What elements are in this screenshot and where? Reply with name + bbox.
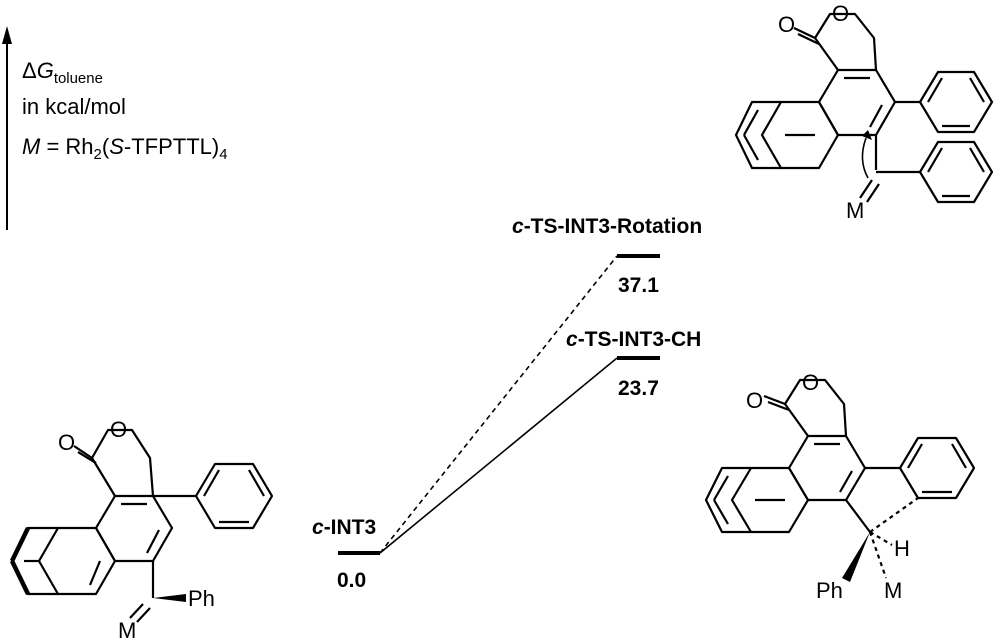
state-label-int3: c-INT3 (312, 517, 376, 538)
state-name: -INT3 (323, 516, 377, 539)
connector-int3-to-ts-ch (379, 357, 618, 554)
m-equals-rh: = Rh (40, 134, 94, 159)
state-prefix: c (512, 215, 524, 238)
atom-ph: Ph (816, 578, 843, 603)
atom-o-ring: O (110, 417, 128, 442)
atom-o-ring: O (802, 370, 820, 395)
connector-int3-to-ts-rotation (379, 255, 618, 554)
catalyst-definition: M = Rh2(S-TFPTTL)4 (22, 134, 228, 163)
state-prefix: c (312, 516, 324, 539)
state-name: -TS-INT3-CH (577, 328, 702, 351)
state-name: -TS-INT3-Rotation (523, 215, 703, 238)
atom-m: M (846, 198, 865, 223)
atom-o-carbonyl: O (58, 430, 76, 455)
state-label-ts-ch: c-TS-INT3-CH (566, 329, 701, 350)
g-subscript: toluene (53, 70, 103, 88)
energy-value-ts-rotation: 37.1 (618, 274, 659, 297)
m-open-paren: ( (101, 134, 110, 159)
atom-o-carbonyl: O (778, 12, 796, 37)
atom-o-carbonyl: O (746, 388, 764, 413)
structure-ts-rotation (734, 12, 994, 204)
energy-units-label: in kcal/mol (22, 94, 126, 119)
m-symbol: M (22, 134, 41, 159)
structure-int3 (9, 428, 274, 623)
ligand-subscript: 4 (219, 146, 228, 164)
delta-symbol: Δ (22, 58, 37, 83)
atom-m: M (118, 618, 137, 643)
atom-o-ring: O (832, 1, 850, 26)
atom-ph: Ph (188, 586, 215, 611)
state-label-ts-rotation: c-TS-INT3-Rotation (512, 216, 702, 237)
energy-axis-arrow (2, 26, 12, 230)
s-config: S (109, 134, 124, 159)
g-symbol: G (36, 58, 54, 83)
energy-axis-label: ΔGtoluene (22, 58, 103, 87)
energy-value-ts-ch: 23.7 (618, 377, 659, 400)
ligand-name: -TFPTTL) (123, 134, 220, 159)
rh-subscript: 2 (93, 146, 102, 164)
state-prefix: c (566, 328, 578, 351)
energy-value-int3: 0.0 (337, 569, 367, 592)
atom-h: H (894, 536, 910, 561)
atom-m: M (884, 578, 903, 603)
structure-ts-ch (704, 378, 976, 582)
